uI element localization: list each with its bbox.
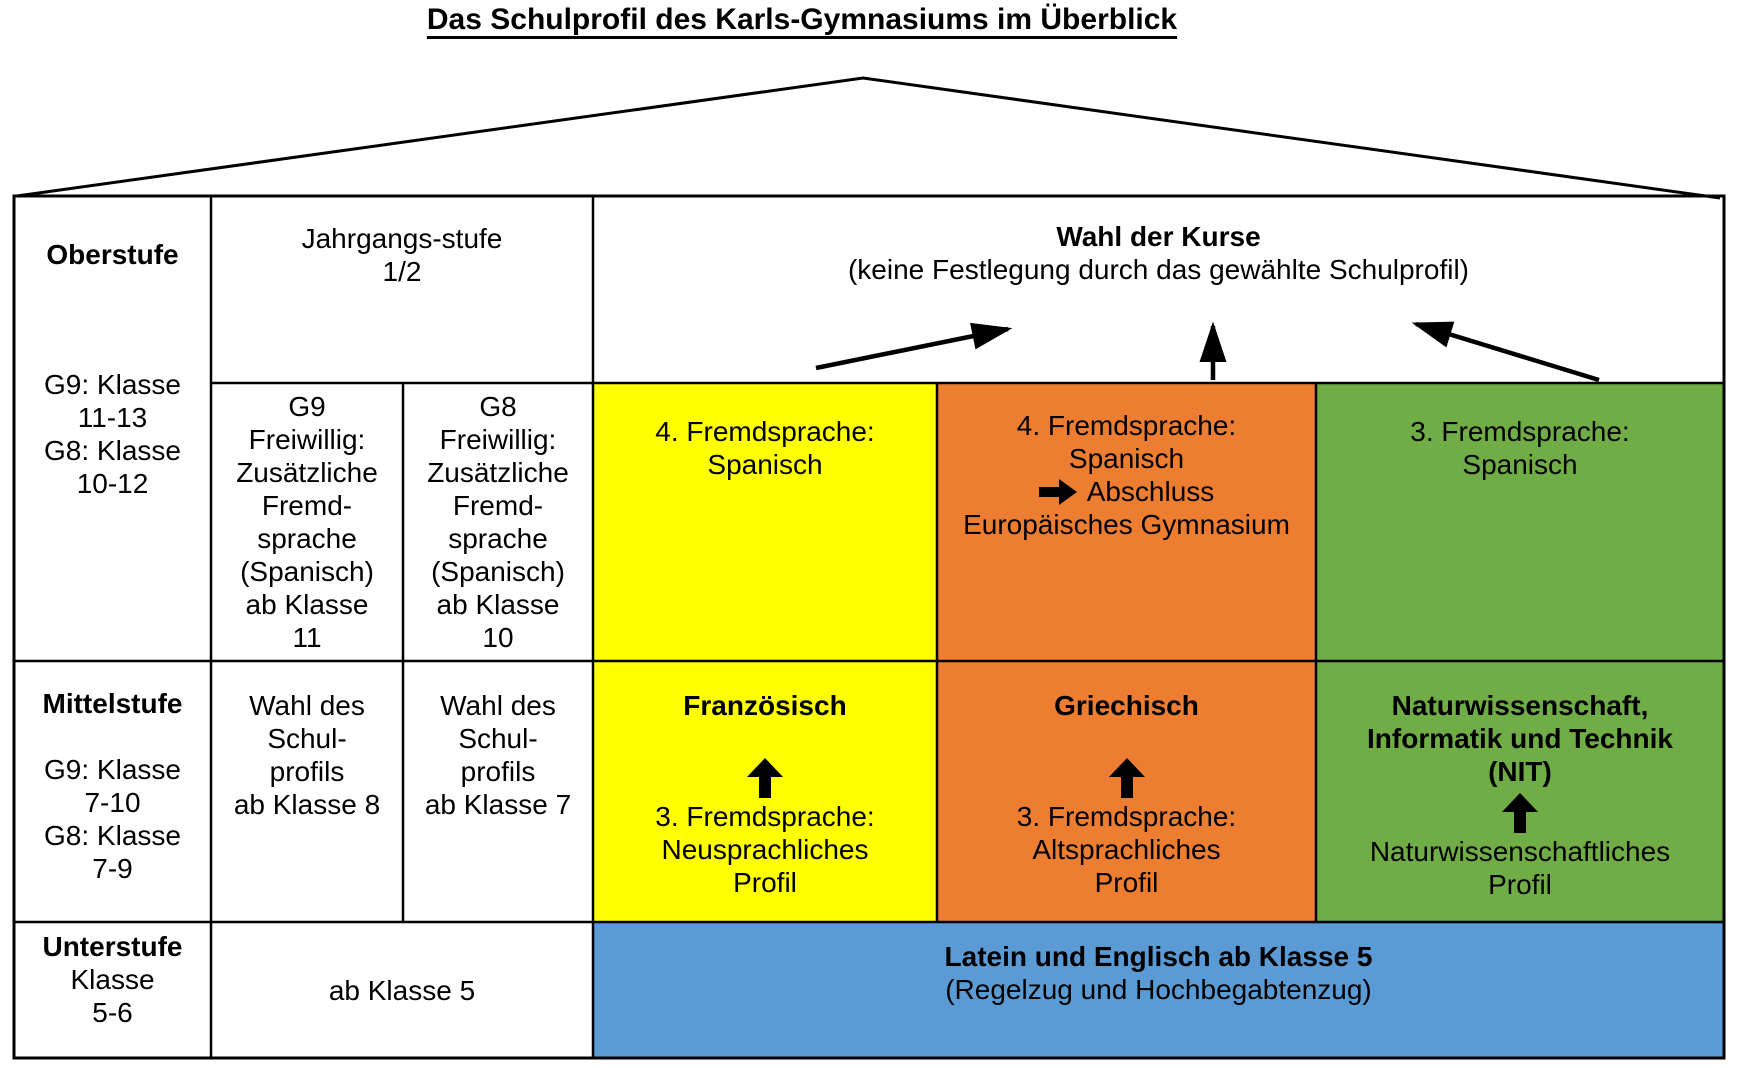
yellow-profile: 3. Fremdsprache: Neusprachliches Profil bbox=[655, 801, 875, 898]
unterstufe-classes: Klasse 5-6 bbox=[70, 964, 155, 1028]
cell-g8-freiwillig: G8 Freiwillig: Zusätzliche Fremd- sprach… bbox=[403, 383, 593, 661]
blue-line1: Latein und Englisch ab Klasse 5 bbox=[944, 941, 1373, 972]
cell-mittelstufe-orange: Griechisch 3. Fremdsprache: Altsprachlic… bbox=[937, 661, 1316, 922]
cell-mittelstufe-label: Mittelstufe G9: Klasse 7-10 G8: Klasse 7… bbox=[14, 661, 211, 922]
cell-unterstufe-blue: Latein und Englisch ab Klasse 5 (Regelzu… bbox=[593, 922, 1724, 1058]
green-profile: Naturwissenschaftliches Profil bbox=[1369, 836, 1671, 900]
g9-freiwillig-text: G9 Freiwillig: Zusätzliche Fremd- sprach… bbox=[236, 391, 378, 653]
cell-oberstufe-green: 3. Fremdsprache: Spanisch bbox=[1316, 383, 1724, 661]
roof-line bbox=[16, 76, 1721, 200]
cell-oberstufe-label: Oberstufe G9: Klasse 11-13 G8: Klasse 10… bbox=[14, 196, 211, 661]
cell-jahrgangsstufe: Jahrgangs-stufe 1/2 bbox=[211, 196, 593, 383]
oberstufe-orange-text-bottom: Europäisches Gymnasium bbox=[963, 509, 1290, 540]
abschluss-label: Abschluss bbox=[1086, 476, 1215, 507]
right-arrow-icon bbox=[1038, 478, 1077, 505]
blue-line2: (Regelzug und Hochbegabtenzug) bbox=[945, 974, 1372, 1005]
oberstufe-classes: G9: Klasse 11-13 G8: Klasse 10-12 bbox=[44, 369, 181, 499]
abschluss-line: Abschluss bbox=[937, 475, 1316, 508]
mittelstufe-classes: G9: Klasse 7-10 G8: Klasse 7-9 bbox=[44, 754, 181, 884]
up-arrow-icon bbox=[747, 758, 783, 798]
cell-oberstufe-orange: 4. Fremdsprache: Spanisch Abschluss Euro… bbox=[937, 383, 1316, 661]
up-arrow-icon bbox=[1502, 793, 1538, 833]
mittelstufe-label: Mittelstufe bbox=[42, 688, 183, 719]
cell-oberstufe-yellow: 4. Fremdsprache: Spanisch bbox=[593, 383, 937, 661]
g9-wahl-text: Wahl des Schul- profils ab Klasse 8 bbox=[233, 690, 381, 820]
up-arrow-icon bbox=[1108, 758, 1145, 798]
cell-ab-klasse-5: ab Klasse 5 bbox=[211, 922, 593, 1058]
wahl-der-kurse-title: Wahl der Kurse bbox=[1056, 221, 1261, 252]
ab-klasse-5-text: ab Klasse 5 bbox=[328, 974, 476, 1006]
oberstufe-green-text: 3. Fremdsprache: Spanisch bbox=[1410, 416, 1630, 480]
cell-mittelstufe-yellow: Französisch 3. Fremdsprache: Neusprachli… bbox=[593, 661, 937, 922]
oberstufe-orange-text-top: 4. Fremdsprache: Spanisch bbox=[1016, 410, 1237, 474]
unterstufe-label: Unterstufe bbox=[42, 931, 183, 962]
diagram-title: Das Schulprofil des Karls-Gymnasiums im … bbox=[426, 3, 1178, 36]
orange-subject: Griechisch bbox=[1054, 690, 1199, 721]
g8-freiwillig-text: G8 Freiwillig: Zusätzliche Fremd- sprach… bbox=[427, 391, 569, 653]
yellow-subject: Französisch bbox=[683, 690, 847, 721]
oberstufe-yellow-text: 4. Fremdsprache: Spanisch bbox=[655, 416, 875, 480]
cell-wahl-der-kurse: Wahl der Kurse (keine Festlegung durch d… bbox=[593, 196, 1724, 383]
cell-g9-freiwillig: G9 Freiwillig: Zusätzliche Fremd- sprach… bbox=[211, 383, 403, 661]
oberstufe-label: Oberstufe bbox=[46, 239, 179, 270]
cell-mittelstufe-green: Naturwissenschaft, Informatik und Techni… bbox=[1316, 661, 1724, 922]
jahrgangsstufe-text: Jahrgangs-stufe 1/2 bbox=[301, 223, 503, 287]
g8-wahl-text: Wahl des Schul- profils ab Klasse 7 bbox=[424, 690, 572, 820]
wahl-der-kurse-subtitle: (keine Festlegung durch das gewählte Sch… bbox=[847, 254, 1470, 285]
cell-g8-wahl-schulprofil: Wahl des Schul- profils ab Klasse 7 bbox=[403, 661, 593, 922]
orange-profile: 3. Fremdsprache: Altsprachliches Profil bbox=[1016, 801, 1237, 898]
cell-unterstufe-label: Unterstufe Klasse 5-6 bbox=[14, 922, 211, 1058]
cell-g9-wahl-schulprofil: Wahl des Schul- profils ab Klasse 8 bbox=[211, 661, 403, 922]
green-subject: Naturwissenschaft, Informatik und Techni… bbox=[1367, 690, 1673, 787]
